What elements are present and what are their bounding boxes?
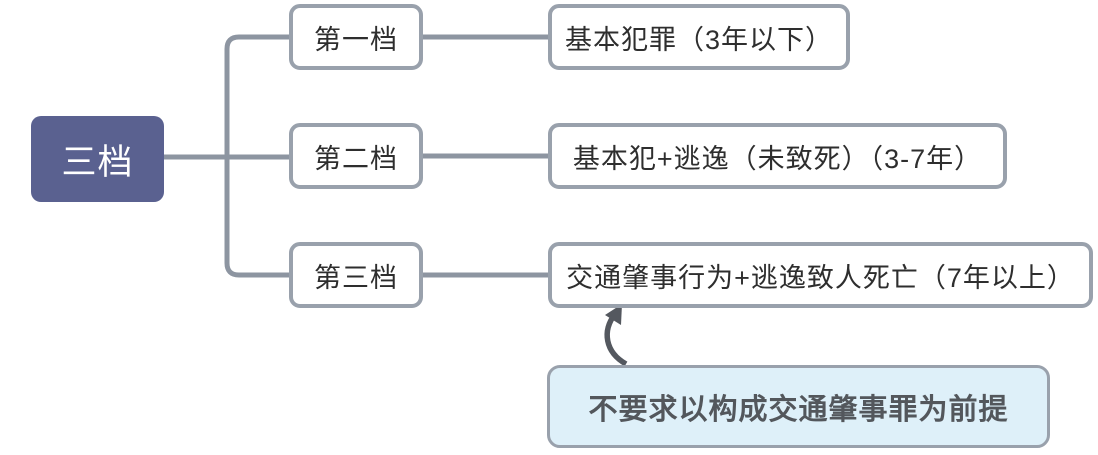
- tier2-detail-label: 基本犯+逃逸（未致死）（3-7年）: [572, 143, 983, 174]
- annotation-note: 不要求以构成交通肇事罪为前提: [547, 365, 1050, 448]
- tier2-node: 第二档: [289, 123, 423, 189]
- connector-trunk: [224, 34, 289, 278]
- note-arrow-icon: [604, 304, 628, 367]
- tier2-label: 第二档: [314, 143, 398, 174]
- tier3-detail-label: 交通肇事行为+逃逸致人死亡（7年以上）: [566, 262, 1075, 293]
- root-node: 三档: [31, 116, 164, 202]
- tier3-label: 第三档: [314, 262, 398, 293]
- annotation-note-text: 不要求以构成交通肇事罪为前提: [588, 393, 1009, 426]
- root-node-label: 三档: [61, 142, 134, 182]
- tier1-label: 第一档: [314, 24, 398, 55]
- tier1-detail-label: 基本犯罪（3年以下）: [564, 24, 834, 55]
- tier2-detail-node: 基本犯+逃逸（未致死）（3-7年）: [548, 123, 1007, 189]
- tier1-node: 第一档: [289, 4, 423, 70]
- tier3-detail-node: 交通肇事行为+逃逸致人死亡（7年以上）: [548, 242, 1093, 308]
- tier3-node: 第三档: [289, 242, 423, 308]
- tier1-detail-node: 基本犯罪（3年以下）: [548, 4, 850, 70]
